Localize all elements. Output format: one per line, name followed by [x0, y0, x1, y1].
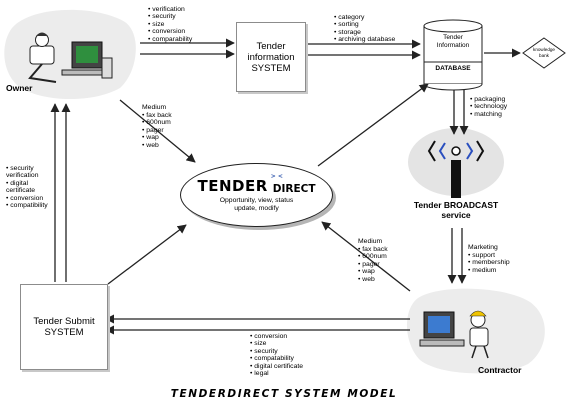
hub-line2: update, modify	[234, 205, 279, 212]
info-system-line2: information	[247, 51, 295, 63]
list-item: archiving database	[334, 36, 395, 43]
list-item: support	[468, 252, 510, 259]
list-item: comparability	[148, 36, 192, 43]
list-item: membership	[468, 259, 509, 266]
list-item: size	[148, 21, 192, 28]
database-line2: Information	[436, 41, 470, 49]
submit-system-line2: SYSTEM	[44, 327, 84, 338]
marketing-heading: Marketing	[468, 244, 498, 251]
list-item: storage	[334, 29, 395, 36]
knowledge-bank-diamond	[522, 37, 566, 69]
owner-illustration	[4, 9, 136, 100]
submit-system-line1: Tender Submit	[33, 316, 95, 327]
broadcast-label: Tender BROADCAST service	[400, 200, 512, 220]
list-item: conversion	[6, 195, 52, 202]
owner-medium-list: fax back 600num pager wap web	[142, 112, 172, 149]
contractor-medium-list: fax back 600num pager wap web	[358, 246, 388, 283]
list-item: 600num	[142, 119, 172, 126]
broadcast-tower-icon	[408, 128, 504, 198]
list-item: sorting	[334, 21, 395, 28]
list-item: conversion	[148, 28, 192, 35]
info-to-database-list: category sorting storage archiving datab…	[334, 14, 395, 44]
info-system-line3: SYSTEM	[251, 62, 291, 74]
list-item: security	[250, 348, 303, 355]
tenderdirect-logo: TENDER > < DIRECT	[197, 173, 316, 195]
list-item: 600num	[358, 253, 388, 260]
database-line1: Tender	[443, 34, 463, 41]
broadcast-line1: Tender BROADCAST	[413, 200, 499, 210]
hub-description: Opportunity, view, status update, modify	[220, 197, 294, 213]
knowledge-bank-label: knowledge bank	[524, 47, 564, 58]
list-item: security verification	[6, 165, 52, 180]
contractor-medium-heading: Medium	[358, 238, 383, 245]
owner-label: Owner	[6, 83, 33, 93]
list-item: compatibility	[6, 202, 52, 209]
database-to-broadcast-list: packaging technology matching	[470, 96, 507, 118]
tender-submit-system-box: Tender Submit SYSTEM	[20, 284, 108, 370]
list-item: medium	[468, 267, 510, 274]
contractor-illustration	[406, 288, 545, 374]
list-item: digital certificate	[250, 363, 303, 370]
tenderdirect-hub: TENDER > < DIRECT Opportunity, view, sta…	[180, 163, 333, 227]
list-item: category	[334, 14, 395, 21]
brand-word-tender: TENDER	[197, 177, 268, 195]
list-item: conversion	[250, 333, 303, 340]
list-item: packaging	[470, 96, 507, 103]
list-item: fax back	[142, 112, 171, 119]
brand-word-direct-text: DIRECT	[272, 183, 316, 195]
list-item: size	[250, 340, 303, 347]
brand-mini-mark: > <	[270, 173, 283, 180]
owner-to-info-list: verification security size conversion co…	[148, 6, 192, 43]
list-item: technology	[470, 103, 507, 110]
list-item: web	[142, 142, 172, 149]
list-item: web	[358, 276, 388, 283]
database-label: DATABASE	[435, 65, 471, 72]
list-item: wap	[358, 268, 388, 275]
tender-information-system-box: Tender information SYSTEM	[236, 22, 306, 92]
list-item: compatability	[250, 355, 303, 362]
bottom-compliance-list: conversion size security compatability d…	[250, 333, 303, 377]
diagram-title: TENDERDIRECT SYSTEM MODEL	[170, 388, 398, 400]
list-item: legal	[250, 370, 303, 377]
knowledge-bank-line2: bank	[539, 52, 549, 58]
hub-line1: Opportunity, view, status	[219, 197, 294, 204]
contractor-label: Contractor	[478, 365, 522, 375]
list-item: digital certificate	[6, 180, 52, 195]
list-item: pager	[358, 261, 388, 268]
list-item: verification	[148, 6, 192, 13]
left-security-list: security verification digital certificat…	[6, 165, 52, 209]
list-item: fax back	[358, 246, 387, 253]
info-system-line1: Tender	[256, 40, 286, 52]
database-cylinder	[423, 19, 483, 91]
list-item: security	[148, 13, 192, 20]
list-item: pager	[142, 127, 172, 134]
owner-medium-heading: Medium	[142, 104, 167, 111]
broadcast-line2: service	[441, 210, 471, 220]
list-item: wap	[142, 134, 172, 141]
brand-word-direct: > < DIRECT	[271, 173, 316, 195]
knowledge-bank-line1: knowledge	[533, 47, 555, 52]
marketing-list: support membership medium	[468, 252, 510, 274]
database-title: Tender Information	[424, 34, 482, 49]
list-item: matching	[470, 111, 507, 118]
